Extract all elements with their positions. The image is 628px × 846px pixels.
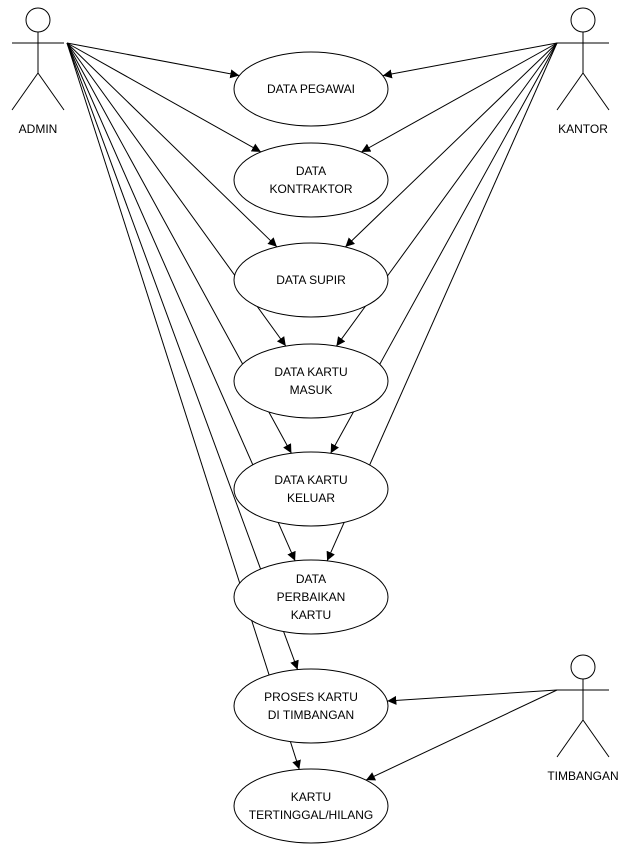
use-case-label: DATA <box>296 572 326 586</box>
use-case-uc4: DATA KARTU MASUK <box>233 343 389 419</box>
use-case-label: DATA PEGAWAI <box>267 82 355 96</box>
actor-kantor: KANTOR <box>556 7 610 136</box>
use-case-label: TERTINGGAL/HILANG <box>249 808 373 822</box>
association-admin-uc1 <box>66 42 240 79</box>
actor-figure-icon <box>11 7 65 111</box>
use-case-label: MASUK <box>290 383 333 397</box>
actor-timbangan: TIMBANGAN <box>547 654 619 783</box>
use-case-label: DATA KARTU <box>274 473 347 487</box>
use-case-ellipse <box>233 343 389 419</box>
use-case-label: DATA SUPIR <box>276 273 346 287</box>
use-case-uc8: KARTU TERTINGGAL/HILANG <box>233 768 389 844</box>
association-timbangan-uc8 <box>365 689 558 781</box>
use-case-uc7: PROSES KARTU DI TIMBANGAN <box>233 668 389 744</box>
use-case-label: DATA KARTU <box>274 365 347 379</box>
actors: ADMIN KANTOR TIMBANGAN <box>11 7 619 783</box>
use-case-ellipse <box>233 451 389 527</box>
actor-figure-icon <box>556 7 610 111</box>
association-kantor-uc1 <box>382 42 558 79</box>
use-case-label: PROSES KARTU <box>264 690 358 704</box>
association-timbangan-uc7 <box>387 689 558 705</box>
use-case-ellipse <box>233 559 389 635</box>
use-case-ellipse <box>233 768 389 844</box>
association-admin-uc8 <box>66 42 301 770</box>
use-case-ellipse <box>233 668 389 744</box>
association-admin-uc3 <box>66 42 278 248</box>
use-case-uc1: DATA PEGAWAI <box>233 51 389 127</box>
use-case-ellipse <box>233 142 389 218</box>
association-kantor-uc3 <box>345 42 558 248</box>
use-case-uc6: DATA PERBAIKAN KARTU <box>233 559 389 635</box>
actor-figure-icon <box>556 654 610 758</box>
use-case-label: KARTU <box>291 608 331 622</box>
use-case-ellipse <box>233 242 389 318</box>
use-case-label: KONTRAKTOR <box>269 182 352 196</box>
use-case-uc3: DATA SUPIR <box>233 242 389 318</box>
actor-label: TIMBANGAN <box>547 769 618 783</box>
association-kantor-uc2 <box>361 42 558 153</box>
association-admin-uc2 <box>66 42 262 153</box>
use-case-uc5: DATA KARTU KELUAR <box>233 451 389 527</box>
use-case-label: DI TIMBANGAN <box>268 708 354 722</box>
actor-admin: ADMIN <box>11 7 65 136</box>
use-cases: DATA PEGAWAI DATA KONTRAKTOR DATA SUPIR DATA… <box>233 51 389 844</box>
use-case-label: DATA <box>296 164 326 178</box>
use-case-label: KARTU <box>291 790 331 804</box>
association-admin-uc7 <box>66 42 299 670</box>
use-case-label: KELUAR <box>287 491 335 505</box>
actor-label: KANTOR <box>558 122 608 136</box>
use-case-ellipse <box>233 51 389 127</box>
use-case-uc2: DATA KONTRAKTOR <box>233 142 389 218</box>
use-case-label: PERBAIKAN <box>277 590 346 604</box>
actor-label: ADMIN <box>19 122 58 136</box>
